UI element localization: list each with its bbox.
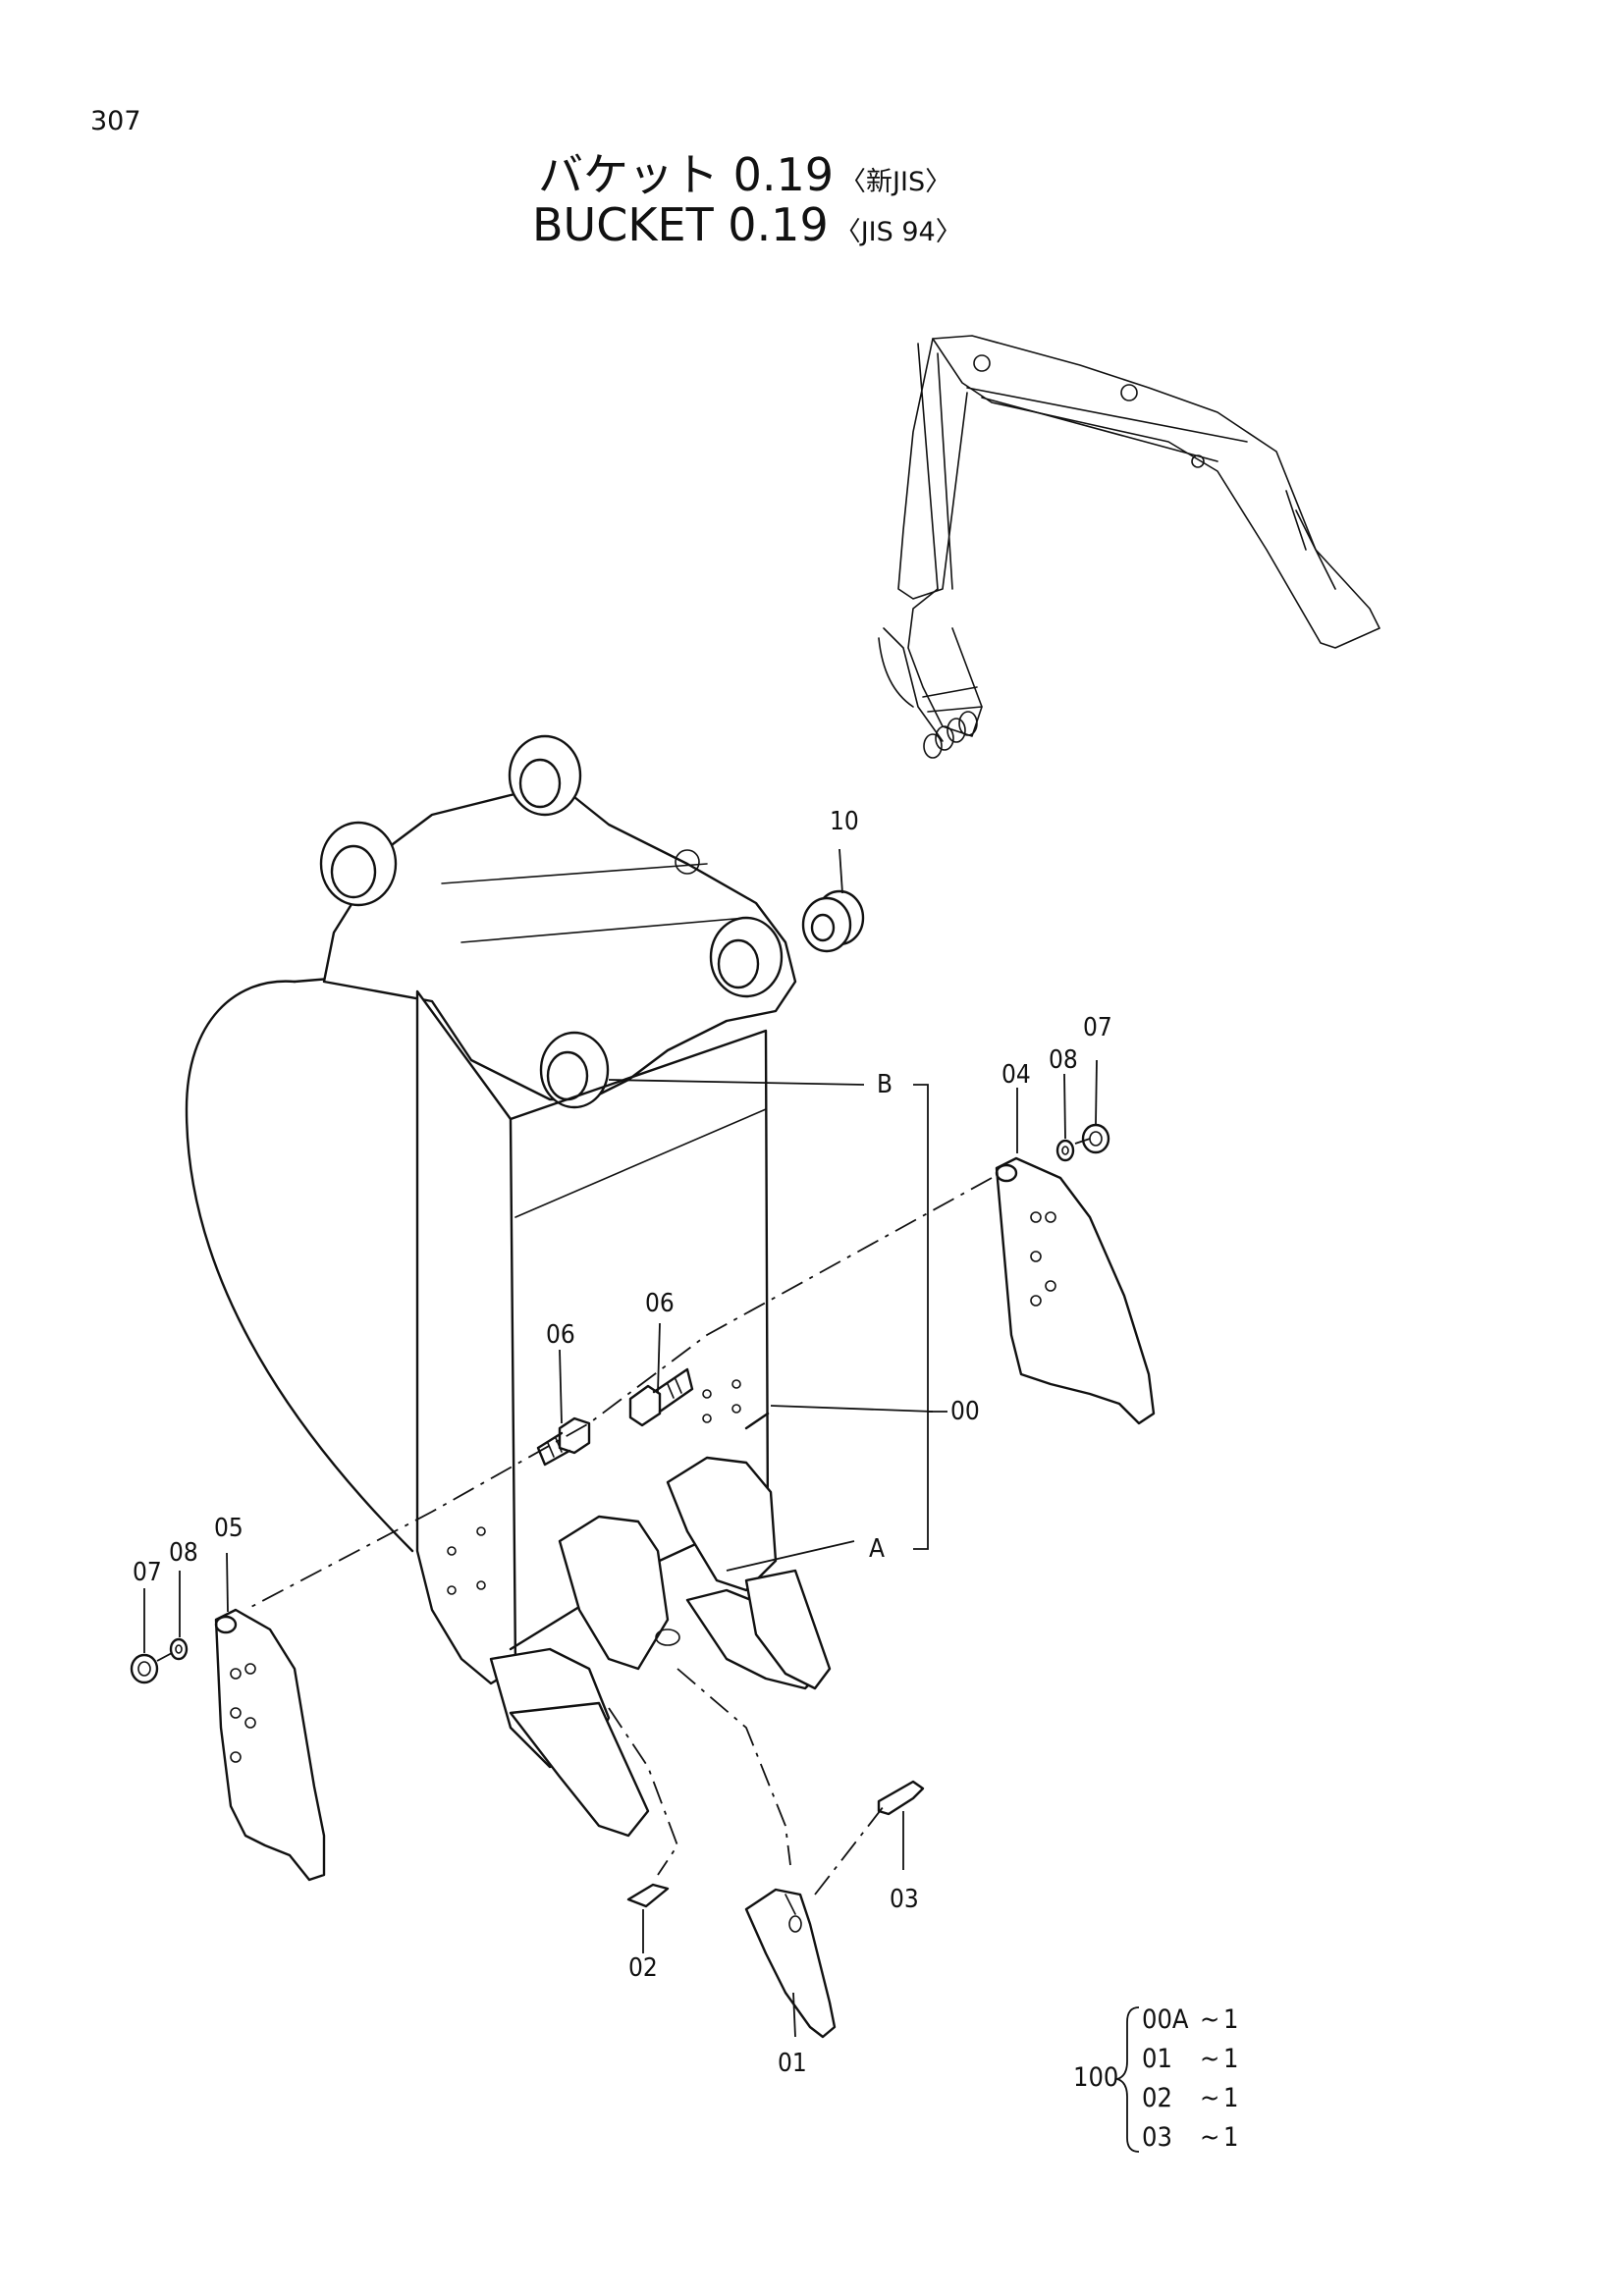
callout-03: 03 (890, 1885, 919, 1914)
part-08-washer-left (169, 1637, 189, 1661)
callout-08-left: 08 (169, 1538, 198, 1568)
kit-item-code: 02 (1142, 2083, 1172, 2113)
callout-00: 00 (950, 1397, 980, 1426)
part-02-pin (626, 1883, 670, 1908)
leader-lines (143, 848, 1098, 2038)
kit-item-code: 00A (1142, 2004, 1189, 2035)
callout-B: B (877, 1070, 893, 1099)
callout-08-right: 08 (1049, 1045, 1078, 1075)
title-english: BUCKET 0.19〈JIS 94〉 (532, 198, 962, 251)
kit-item-code: 01 (1142, 2044, 1172, 2074)
callout-04: 04 (1001, 1060, 1031, 1090)
callout-02: 02 (628, 1953, 658, 1983)
page-number: 307 (90, 106, 141, 136)
callout-07-right: 07 (1083, 1013, 1112, 1042)
title-english-main: BUCKET 0.19 (532, 198, 829, 251)
part-05-side-cutter (214, 1608, 326, 1882)
kit-item-sep: ~ (1200, 2083, 1219, 2113)
title-japanese-spec: 〈新JIS〉 (839, 167, 952, 197)
callout-A: A (869, 1534, 885, 1564)
kit-item-code: 03 (1142, 2122, 1172, 2153)
title-japanese-main: バケット 0.19 (538, 148, 835, 201)
callout-01: 01 (778, 2049, 807, 2078)
callout-06-upper: 06 (645, 1289, 675, 1318)
callout-05: 05 (214, 1514, 243, 1543)
kit-item-qty: 1 (1223, 2083, 1238, 2113)
part-06-bolt-lower (536, 1416, 591, 1467)
part-04-side-cutter (995, 1156, 1156, 1425)
part-06-bolt-upper (628, 1367, 694, 1427)
callout-07-left: 07 (133, 1558, 162, 1587)
callout-10: 10 (830, 807, 859, 836)
kit-brace (1113, 2006, 1140, 2153)
part-07-nut-right (1081, 1123, 1110, 1154)
part-03-lock (877, 1780, 925, 1816)
kit-item-sep: ~ (1200, 2044, 1219, 2074)
inset-bucket-teeth (923, 711, 978, 759)
kit-item-sep: ~ (1200, 2122, 1219, 2153)
kit-number: 100 (1073, 2062, 1118, 2093)
title-japanese: バケット 0.19〈新JIS〉 (538, 139, 951, 204)
assembly-center-lines (156, 1138, 1091, 1896)
bucket-bosses (319, 734, 784, 1109)
excavator-arm-inset (878, 335, 1380, 759)
title-english-spec: 〈JIS 94〉 (834, 217, 962, 247)
kit-legend: 100 00A ~ 1 01 ~ 1 02 ~ 1 03 ~ 1 (1073, 2004, 1238, 2153)
bucket-assembly (185, 734, 832, 1838)
kit-item-qty: 1 (1223, 2004, 1238, 2035)
callout-06-lower: 06 (546, 1320, 575, 1350)
part-08-washer-right (1055, 1139, 1075, 1162)
callout-labels: 10 04 08 07 B 06 06 00 A 05 08 07 02 03 … (133, 807, 1112, 2078)
kit-item-sep: ~ (1200, 2004, 1219, 2035)
part-07-nut-left (130, 1653, 159, 1684)
kit-item-qty: 1 (1223, 2044, 1238, 2074)
part-10-bushing (801, 889, 865, 953)
kit-item-qty: 1 (1223, 2122, 1238, 2153)
part-01-tooth (744, 1888, 837, 2039)
